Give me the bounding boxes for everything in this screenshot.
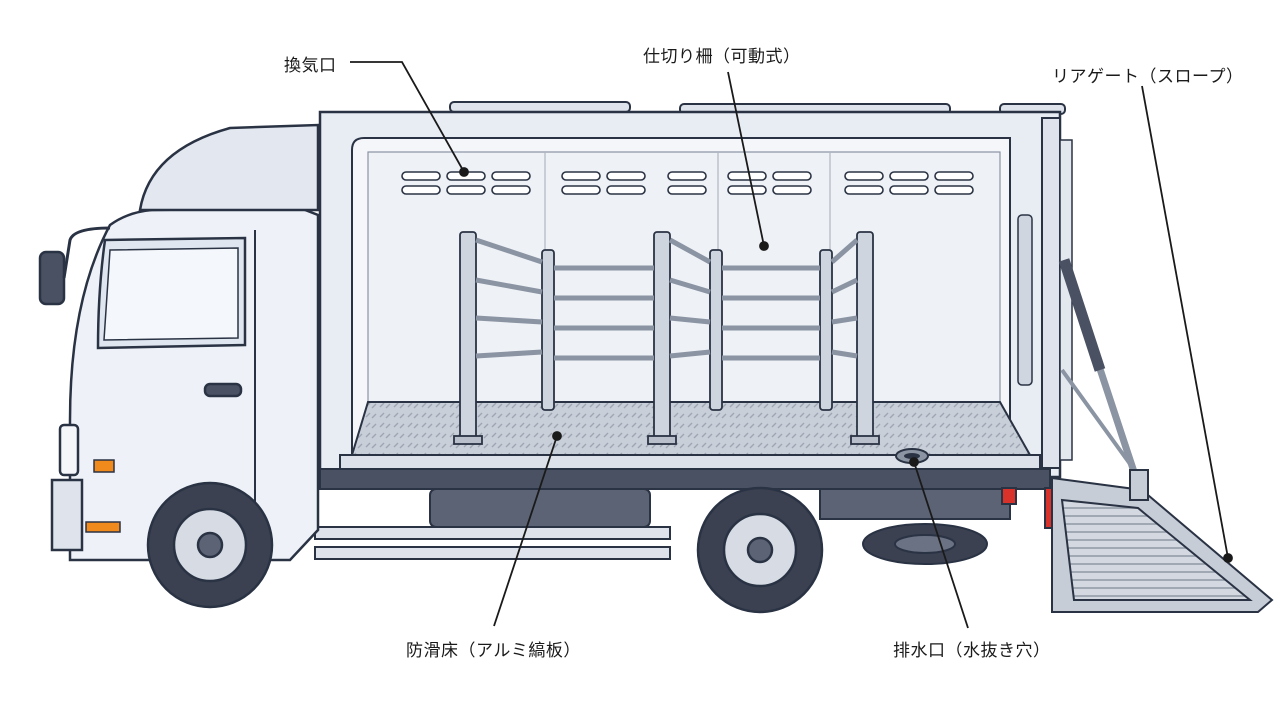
label-floor: 防滑床（アルミ縞板） (406, 641, 581, 661)
partition-gates (453, 231, 880, 445)
rear-wheel (696, 486, 824, 614)
label-drain: 排水口（水抜き穴） (893, 641, 1051, 661)
vent-slots (401, 171, 974, 195)
front-wheel (146, 481, 274, 609)
label-rear-gate: リアゲート（スロープ） (1052, 67, 1244, 87)
leader-lines (350, 61, 1233, 629)
truck-cab (38, 123, 320, 562)
label-vent: 換気口 (284, 56, 337, 76)
rear-ramp (1051, 258, 1274, 613)
label-partition: 仕切り柵（可動式） (643, 47, 801, 67)
chassis (314, 468, 1056, 565)
